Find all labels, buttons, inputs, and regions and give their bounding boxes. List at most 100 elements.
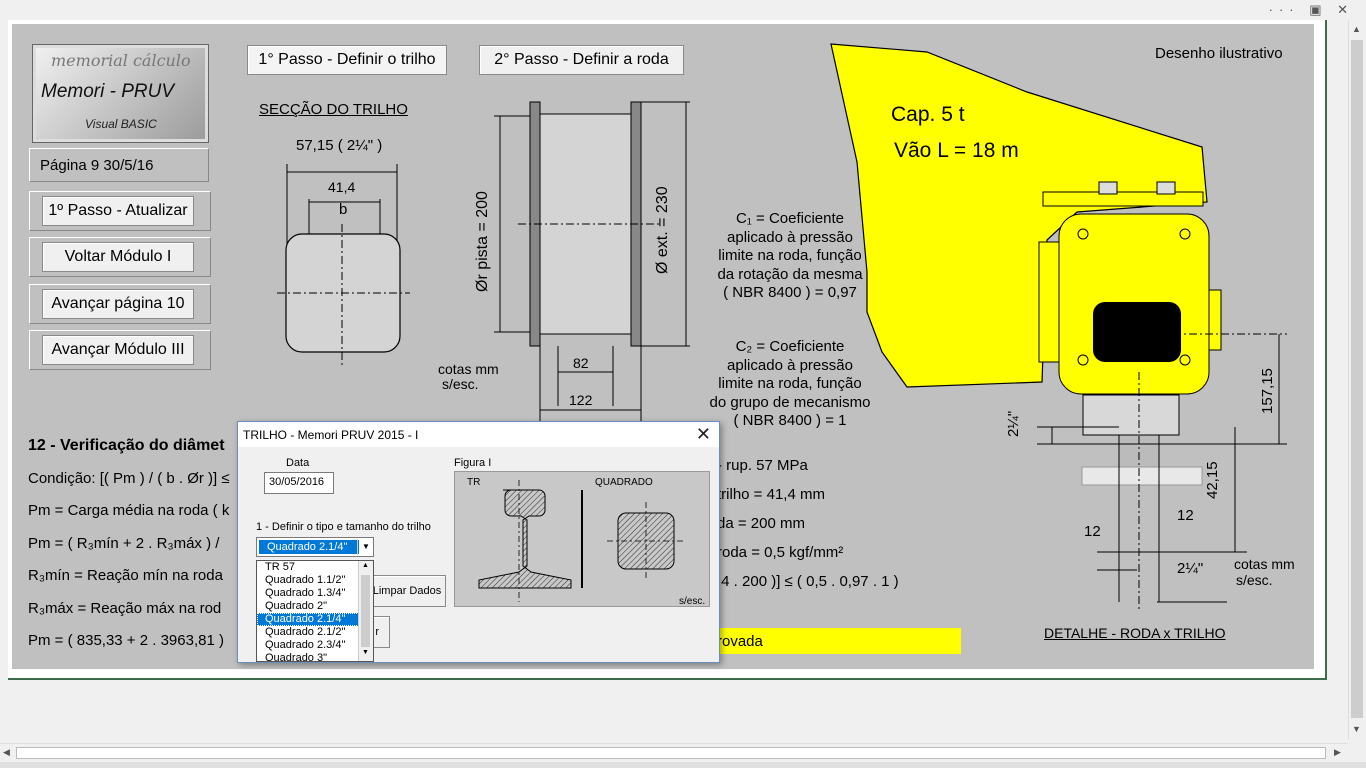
c2-line: C₂ = Coeficiente bbox=[735, 338, 845, 355]
calc-pm-def: Pm = Carga média na roda ( k bbox=[28, 502, 230, 519]
c1-line: aplicado à pressão bbox=[727, 228, 853, 246]
span-label: Vão L = 18 m bbox=[894, 139, 1019, 162]
calc-heading: 12 - Verificação do diâmet bbox=[28, 437, 225, 454]
next-module3-button[interactable]: Avançar Módulo III bbox=[42, 335, 194, 365]
trilho-dialog: TRILHO - Memori PRUV 2015 - I ✕ Data 30/… bbox=[237, 421, 720, 663]
list-scrollbar[interactable]: ▲ ▼ bbox=[358, 561, 373, 661]
hscroll-thumb[interactable] bbox=[16, 747, 1326, 759]
calc-check: ,4 . 200 )] ≤ ( 0,5 . 0,97 . 1 ) bbox=[717, 573, 899, 590]
clear-data-button[interactable]: Limpar Dados bbox=[368, 575, 446, 607]
dim-157: 157,15 bbox=[1259, 368, 1276, 414]
capacity-label: Cap. 5 t bbox=[891, 103, 965, 126]
dim-12-left: 12 bbox=[1084, 523, 1101, 540]
title-bar-strip: ··· ▣ ✕ bbox=[0, 0, 1366, 20]
define-wheel-button[interactable]: 2° Passo - Definir a roda bbox=[479, 45, 684, 75]
rail-type-list[interactable]: TR 57 Quadrado 1.1/2" Quadrado 1.3/4" Qu… bbox=[256, 560, 374, 662]
wheel-width-122: 122 bbox=[569, 392, 593, 408]
c1-line: da rotação da mesma bbox=[717, 265, 863, 283]
detail-title: DETALHE - RODA x TRILHO bbox=[1044, 625, 1226, 641]
scroll-left-icon[interactable]: ◀ bbox=[3, 747, 10, 757]
figure-tr-label: TR bbox=[467, 477, 481, 488]
wheel-sesc: s/esc. bbox=[442, 376, 479, 392]
list-scroll-up-icon[interactable]: ▲ bbox=[362, 562, 369, 569]
list-scroll-down-icon[interactable]: ▼ bbox=[362, 649, 369, 656]
rail-dim-inner: 41,4 bbox=[328, 179, 356, 195]
next-page-frame bbox=[29, 284, 211, 324]
list-item[interactable]: Quadrado 2" bbox=[265, 600, 328, 612]
c1-line: limite na roda, função bbox=[718, 247, 862, 264]
rail-dim-b: b bbox=[339, 201, 348, 218]
scroll-down-icon[interactable]: ▼ bbox=[1352, 724, 1361, 734]
close-icon[interactable]: ✕ bbox=[695, 424, 711, 444]
list-item[interactable]: TR 57 bbox=[265, 561, 295, 573]
c1-text: C₁ = Coeficiente aplicado à pressão limi… bbox=[700, 210, 880, 303]
dim-2-1-4-b: 2¼" bbox=[1177, 560, 1204, 577]
rail-section-title: SECÇÃO DO TRILHO bbox=[259, 101, 408, 118]
bottom-bar bbox=[0, 762, 1366, 768]
vertical-scrollbar[interactable]: ▲ ▼ bbox=[1348, 20, 1365, 740]
calc-condition: Condição: [( Pm ) / ( b . Ør )] ≤ bbox=[28, 470, 230, 487]
dialog-title-bar[interactable]: TRILHO - Memori PRUV 2015 - I ✕ bbox=[238, 422, 719, 447]
c2-line: ( NBR 8400 ) = 1 bbox=[733, 412, 847, 429]
dialog-title: TRILHO - Memori PRUV 2015 - I bbox=[243, 428, 419, 442]
step-label: 1 - Definir o tipo e tamanho do trilho bbox=[256, 521, 431, 533]
wheel-dia-ext: Ø ext. = 230 bbox=[654, 186, 671, 274]
logo-bottom-text: Visual BASIC bbox=[85, 117, 157, 131]
figure-sesc-label: s/esc. bbox=[679, 596, 706, 607]
rail-dim-outer: 57,15 ( 2¼" ) bbox=[296, 137, 383, 154]
next-module-frame bbox=[29, 330, 211, 370]
wheel-dia-track: Ør pista = 200 bbox=[474, 191, 491, 292]
calc-pressure: roda = 0,5 kgf/mm² bbox=[717, 544, 844, 561]
define-rail-button[interactable]: 1° Passo - Definir o trilho bbox=[247, 45, 447, 75]
list-item[interactable]: Quadrado 2.3/4" bbox=[265, 639, 346, 651]
back-module-frame bbox=[29, 237, 211, 277]
chevron-down-icon[interactable]: ▼ bbox=[357, 539, 374, 555]
dim-42: 42,15 bbox=[1204, 461, 1221, 499]
wheel-width-82: 82 bbox=[573, 355, 589, 371]
calc-rmin-def: R₃mín = Reação mín na roda bbox=[28, 567, 223, 584]
scroll-thumb[interactable] bbox=[1351, 40, 1363, 718]
next-page10-button[interactable]: Avançar página 10 bbox=[42, 289, 194, 319]
rail-type-combo[interactable]: Quadrado 2.1/4" ▼ bbox=[256, 537, 374, 557]
calc-pm-formula: Pm = ( R₃mín + 2 . R₃máx ) / bbox=[28, 535, 220, 552]
combo-value: Quadrado 2.1/4" bbox=[259, 540, 359, 554]
illustrative-label: Desenho ilustrativo bbox=[1155, 45, 1283, 62]
c2-text: C₂ = Coeficiente aplicado à pressão limi… bbox=[700, 338, 880, 431]
wheel-drawing bbox=[494, 101, 690, 421]
scroll-up-icon[interactable]: ▲ bbox=[1352, 24, 1361, 34]
date-field[interactable]: 30/05/2016 bbox=[264, 472, 334, 494]
scroll-right-icon[interactable]: ▶ bbox=[1334, 747, 1341, 757]
date-label: Data bbox=[286, 457, 310, 469]
horizontal-scrollbar[interactable]: ◀ ▶ bbox=[0, 743, 1348, 762]
list-item-selected[interactable]: Quadrado 2.1/4" bbox=[257, 613, 373, 626]
list-scroll-thumb[interactable] bbox=[361, 575, 370, 647]
calc-wheel-r: da = 200 mm bbox=[717, 515, 805, 532]
c1-line: ( NBR 8400 ) = 0,97 bbox=[723, 284, 857, 301]
drawing-cotas: cotas mm bbox=[1234, 556, 1295, 572]
update-button-frame bbox=[29, 191, 211, 231]
calc-rail-b: trilho = 41,4 mm bbox=[717, 486, 825, 503]
update-button[interactable]: 1º Passo - Atualizar bbox=[42, 196, 194, 226]
page-info-box: Página 9 30/5/16 bbox=[29, 148, 209, 182]
figure-box: TR QUADRADO s/esc. bbox=[454, 471, 710, 607]
page-info: Página 9 30/5/16 bbox=[40, 157, 154, 174]
list-item[interactable]: Quadrado 1.1/2" bbox=[265, 574, 346, 586]
calc-rmax-def: R₃máx = Reação máx na rod bbox=[28, 600, 222, 617]
figure-label: Figura I bbox=[454, 457, 492, 469]
back-module1-button[interactable]: Voltar Módulo I bbox=[42, 242, 194, 272]
list-item[interactable]: Quadrado 1.3/4" bbox=[265, 587, 346, 599]
list-item[interactable]: Quadrado 3" bbox=[265, 652, 328, 662]
calc-pm-value: Pm = ( 835,33 + 2 . 3963,81 ) bbox=[28, 632, 224, 649]
c2-line: do grupo de mecanismo bbox=[709, 393, 871, 411]
dim-2-1-4-a: 2¼" bbox=[1005, 410, 1022, 437]
logo-top-text: memorial cálculo bbox=[51, 51, 191, 70]
c1-line: C₁ = Coeficiente bbox=[735, 210, 845, 227]
c2-line: aplicado à pressão bbox=[727, 356, 853, 374]
list-item[interactable]: Quadrado 2.1/2" bbox=[265, 626, 346, 638]
result-text: rovada bbox=[717, 633, 763, 650]
figure-quadrado-label: QUADRADO bbox=[595, 477, 653, 488]
wheel-cotas: cotas mm bbox=[438, 361, 499, 377]
calc-rup: - rup. 57 MPa bbox=[717, 457, 808, 474]
logo-mid-text: Memori - PRUV bbox=[41, 81, 175, 102]
window-controls[interactable]: ··· ▣ ✕ bbox=[1268, 2, 1354, 17]
